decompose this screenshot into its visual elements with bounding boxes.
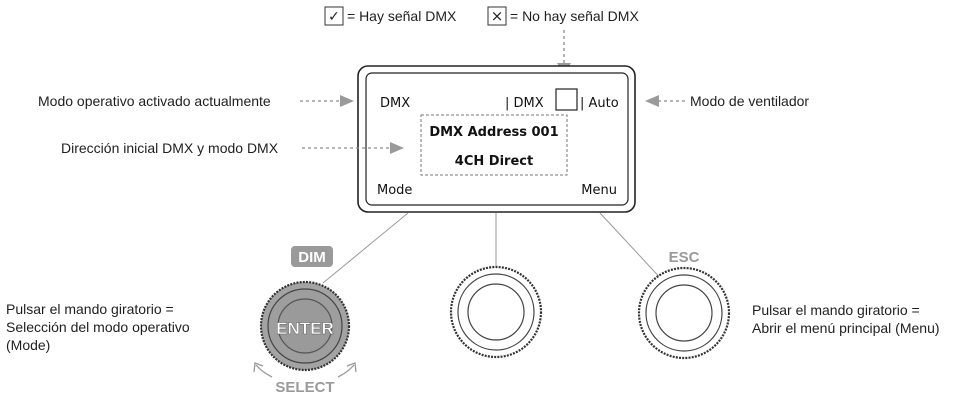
left-rotary-knob[interactable]: [259, 280, 351, 372]
legend-check-box: [324, 6, 344, 26]
callout-operating-mode: Modo operativo activado actualmente: [38, 93, 271, 109]
dim-badge: [291, 246, 333, 267]
select-rotate-left-icon: [255, 364, 273, 378]
operating-mode-arrowhead: [340, 95, 354, 107]
legend-cross-box: [487, 6, 507, 26]
left-knob-leader: [322, 212, 409, 284]
left-note-line: (Mode): [6, 337, 51, 353]
callout-fan-mode: Modo de ventilador: [690, 93, 810, 109]
enter-label: ENTER: [276, 319, 334, 338]
legend-cross-text: = No hay señal DMX: [510, 8, 639, 24]
select-label: SELECT: [275, 379, 334, 396]
right-note-line: Pulsar el mando giratorio =: [752, 302, 920, 318]
esc-label: ESC: [669, 249, 700, 266]
display-right-softkey: Menu: [581, 183, 617, 198]
start-address-arrowhead: [390, 142, 404, 154]
display-address-line: DMX Address 001: [429, 125, 558, 140]
display-dmx-status: | DMX: [505, 96, 544, 111]
display-signal-box: [555, 88, 578, 111]
legend-cross-symbol: ×: [491, 7, 504, 25]
address-dashed-box: [420, 114, 568, 176]
display-fan-mode: | Auto: [580, 96, 619, 111]
left-note: Pulsar el mando giratorio = Selección de…: [6, 300, 190, 354]
select-rotate-right-icon: [337, 364, 355, 378]
left-note-line: Pulsar el mando giratorio =: [6, 301, 174, 317]
display-mode-value: DMX: [380, 96, 410, 111]
legend-check-symbol: ✓: [328, 9, 340, 25]
right-note-line: Abrir el menú principal (Menu): [752, 320, 940, 336]
callout-start-address: Dirección inicial DMX y modo DMX: [61, 140, 279, 156]
right-rotary-knob[interactable]: [637, 266, 731, 360]
fan-mode-arrowhead: [645, 95, 659, 107]
display-channel-mode: 4CH Direct: [455, 154, 533, 169]
dim-label: DIM: [298, 249, 326, 266]
left-note-line: Selección del modo operativo: [6, 319, 190, 335]
center-rotary-knob[interactable]: [449, 265, 543, 359]
right-knob-leader: [599, 212, 666, 284]
display-left-softkey: Mode: [377, 183, 412, 198]
right-note: Pulsar el mando giratorio = Abrir el men…: [752, 301, 940, 337]
legend-check-text: = Hay señal DMX: [347, 8, 457, 24]
